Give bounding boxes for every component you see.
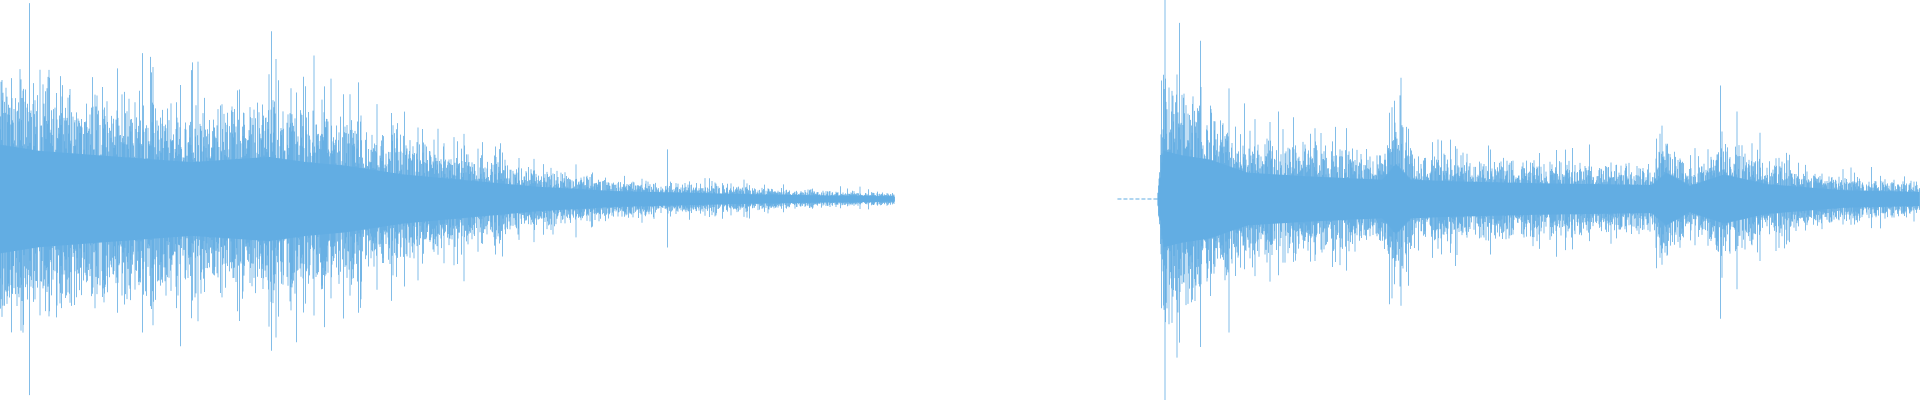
- waveform-core-clip-2: [1157, 150, 1920, 248]
- waveform-core-clip-1: [0, 144, 895, 254]
